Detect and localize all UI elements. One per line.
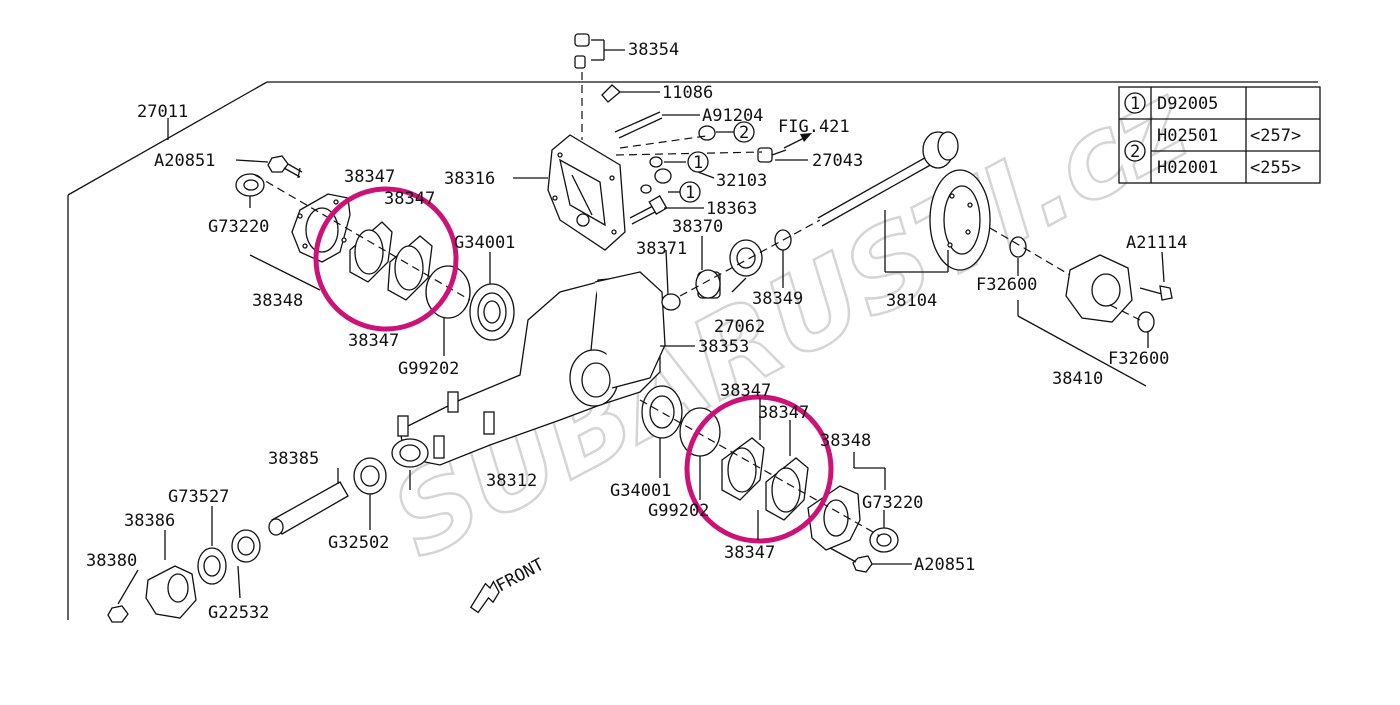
label-38385: 38385 xyxy=(268,449,319,469)
label-38348-top: 38348 xyxy=(252,291,303,311)
label-a21114: A21114 xyxy=(1126,233,1187,253)
label-g22532: G22532 xyxy=(208,603,269,623)
bolt-a20851-bot xyxy=(852,555,873,573)
table-row1-code: D92005 xyxy=(1157,94,1218,114)
label-a91204: A91204 xyxy=(702,106,763,126)
label-11086: 11086 xyxy=(662,83,713,103)
label-38347-e: 38347 xyxy=(758,403,809,423)
label-38386: 38386 xyxy=(124,511,175,531)
table-row3-note: <255> xyxy=(1250,158,1301,178)
label-38104: 38104 xyxy=(886,291,937,311)
label-38353: 38353 xyxy=(698,337,749,357)
label-g34001-bot: G34001 xyxy=(610,481,671,501)
rear-cover-38316 xyxy=(547,33,812,251)
label-38347-f: 38347 xyxy=(724,543,775,563)
label-g73527: G73527 xyxy=(168,487,229,507)
label-27043: 27043 xyxy=(812,151,863,171)
marker-1a: 1 xyxy=(693,153,703,173)
marker-2: 2 xyxy=(739,123,749,143)
differential-38410 xyxy=(989,227,1173,333)
label-38349: 38349 xyxy=(752,289,803,309)
highlight-circle-top xyxy=(313,186,459,332)
drive-flange-assembly xyxy=(107,457,387,623)
label-38370: 38370 xyxy=(672,217,723,237)
label-fig421: FIG.421 xyxy=(778,117,850,137)
label-g34001-top: G34001 xyxy=(454,233,515,253)
label-38347-b: 38347 xyxy=(384,189,435,209)
label-g99202-bot: G99202 xyxy=(648,501,709,521)
label-38316: 38316 xyxy=(444,169,495,189)
gasket-38353 xyxy=(594,271,666,389)
front-arrow: FRONT xyxy=(469,555,548,614)
bolt-a20851-top xyxy=(267,155,303,179)
label-38347-a: 38347 xyxy=(344,167,395,187)
label-27062: 27062 xyxy=(714,317,765,337)
table-row2-num: 2 xyxy=(1130,142,1140,162)
label-f32600-b: F32600 xyxy=(1108,349,1169,369)
right-cover-assembly xyxy=(639,385,899,573)
label-g32502: G32502 xyxy=(328,533,389,553)
label-32103: 32103 xyxy=(716,171,767,191)
label-38312: 38312 xyxy=(486,471,537,491)
label-38410: 38410 xyxy=(1052,369,1103,389)
table-row2-code: H02501 xyxy=(1157,126,1218,146)
left-cover-assembly xyxy=(235,155,515,341)
label-38348-bot: 38348 xyxy=(820,431,871,451)
callout-labels: 38354 11086 27011 A91204 FIG.421 27043 A… xyxy=(86,40,1187,623)
shim-38347-top-a xyxy=(349,221,393,283)
label-a20851-top: A20851 xyxy=(154,151,215,171)
reference-table: 1 D92005 2 H02501 <257> H02001 <255> xyxy=(1118,86,1321,184)
label-g73220-bot: G73220 xyxy=(862,493,923,513)
table-row3-code: H02001 xyxy=(1157,158,1218,178)
label-18363: 18363 xyxy=(706,199,757,219)
label-g99202-top: G99202 xyxy=(398,359,459,379)
table-row1-num: 1 xyxy=(1130,94,1140,114)
shim-38347-bot-a xyxy=(721,437,765,501)
front-label: FRONT xyxy=(493,555,548,597)
table-row2-note: <257> xyxy=(1250,126,1301,146)
label-38354: 38354 xyxy=(628,40,679,60)
label-a20851-bot: A20851 xyxy=(914,555,975,575)
highlight-circle-bottom xyxy=(684,394,834,544)
marker-1b: 1 xyxy=(685,183,695,203)
label-38371: 38371 xyxy=(636,239,687,259)
label-38380: 38380 xyxy=(86,551,137,571)
label-27011: 27011 xyxy=(137,102,188,122)
leader-lines xyxy=(117,39,1165,605)
reference-markers: 2 1 1 xyxy=(679,121,755,203)
pinion-bearing-parts xyxy=(661,219,821,311)
label-g73220-top: G73220 xyxy=(208,217,269,237)
label-38347-d: 38347 xyxy=(720,381,771,401)
shim-38347-bot-b xyxy=(765,457,809,521)
pinion-gear-38104 xyxy=(817,131,991,271)
label-f32600-a: F32600 xyxy=(976,275,1037,295)
label-38347-c: 38347 xyxy=(348,331,399,351)
bearing-g34001-top xyxy=(469,283,515,341)
shim-38347-top-b xyxy=(387,235,433,301)
